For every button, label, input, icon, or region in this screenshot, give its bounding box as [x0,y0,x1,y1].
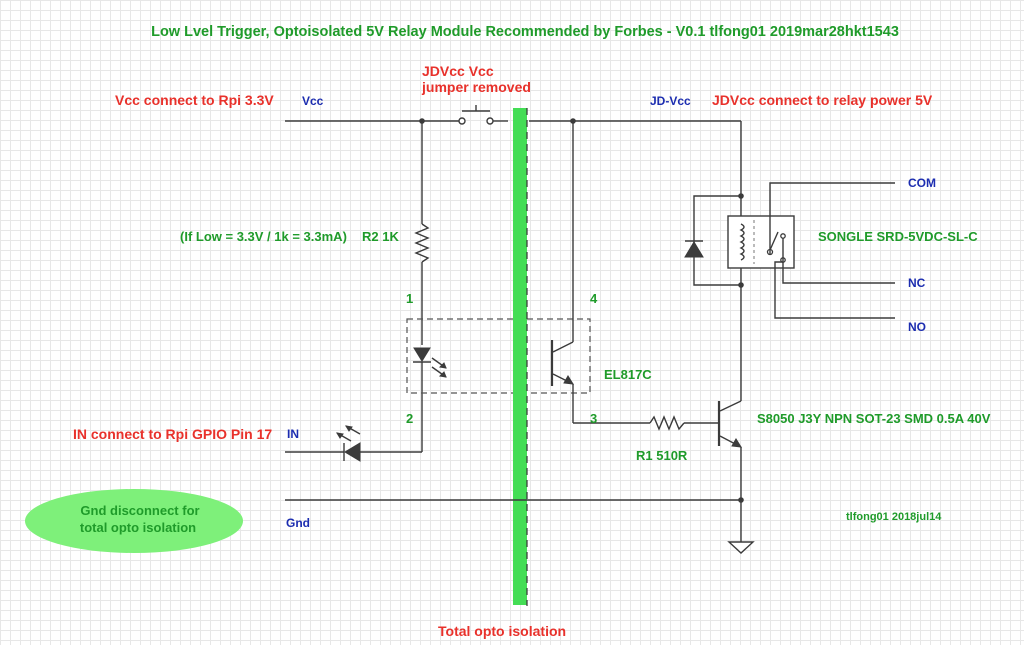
jumper-label-line1: JDVcc Vcc [422,63,494,79]
gnd-label: Gnd [286,516,310,530]
pin3-label: 3 [590,411,597,426]
ground-icon [727,541,755,554]
r2-label: R2 1K [362,229,399,244]
indicator-led-icon [336,425,361,442]
flyback-diode-icon [684,195,741,286]
jd-vcc-label: JD-Vcc [650,94,691,108]
gnd-note-ellipse [25,489,243,553]
vcc-rail [285,118,741,124]
opto-part-label: EL817C [604,367,652,382]
r1-resistor [649,415,718,431]
in-label: IN [287,427,299,441]
diagram-title: Low Lvel Trigger, Optoisolated 5V Relay … [151,24,899,40]
jumper-switch [458,105,494,125]
jumper-label-line2: jumper removed [421,79,531,95]
vcc-label: Vcc [302,94,324,108]
r2-branch [414,121,430,345]
pin2-label: 2 [406,411,413,426]
npn-transistor-icon [717,400,742,448]
pin4-label: 4 [590,291,598,306]
relay-drive-line [738,121,744,542]
com-label: COM [908,176,936,190]
gnd-note-line1: Gnd disconnect for [80,503,199,518]
opto-package [406,318,591,394]
author-label: tlfong01 2018jul14 [846,511,942,523]
pin1-label: 1 [406,291,413,306]
nc-label: NC [908,276,926,290]
r2-note-label: (If Low = 3.3V / 1k = 3.3mA) [180,229,347,244]
isolation-label: Total opto isolation [438,623,566,639]
isolation-bar [513,108,527,605]
opto-led-icon [413,347,447,452]
r1-label: R1 510R [636,448,688,463]
relay-icon [727,182,895,319]
phototransistor-icon [550,121,650,424]
no-label: NO [908,320,926,334]
vcc-connect-label: Vcc connect to Rpi 3.3V [115,92,274,108]
transistor-part-label: S8050 J3Y NPN SOT-23 SMD 0.5A 40V [757,411,991,426]
relay-part-label: SONGLE SRD-5VDC-SL-C [818,229,978,244]
in-line [285,442,422,462]
jdvcc-connect-label: JDVcc connect to relay power 5V [712,92,933,108]
gnd-note-line2: total opto isolation [80,520,196,535]
in-connect-label: IN connect to Rpi GPIO Pin 17 [73,426,272,442]
